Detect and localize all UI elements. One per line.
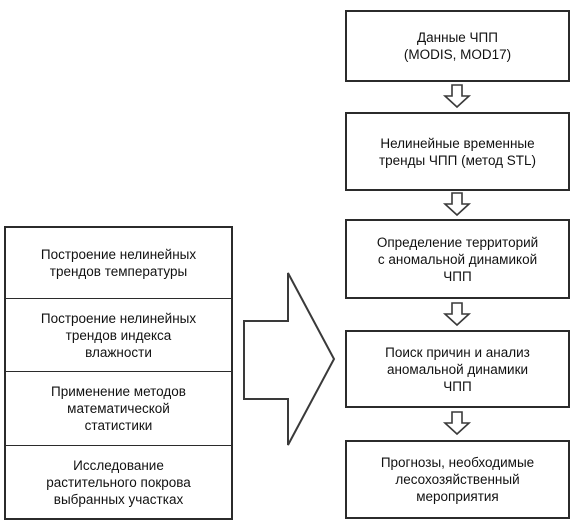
down-arrow-icon <box>442 84 472 109</box>
methods-stack: Построение нелинейных трендов температур… <box>4 226 233 520</box>
flow-step-nonlinear-trends: Нелинейные временные тренды ЧПП (метод S… <box>345 112 570 191</box>
divider <box>6 298 231 299</box>
divider <box>6 371 231 372</box>
flow-step-npp-data: Данные ЧПП (MODIS, MOD17) <box>345 10 570 82</box>
down-arrow-icon <box>442 192 472 217</box>
method-vegetation-study: Исследование растительного покрова выбра… <box>46 457 191 507</box>
flow-step-cause-analysis: Поиск причин и анализ аномальной динамик… <box>345 330 570 408</box>
right-arrow-icon <box>243 272 336 446</box>
method-humidity-trends: Построение нелинейных трендов индекса вл… <box>40 310 197 360</box>
down-arrow-icon <box>442 411 472 436</box>
divider <box>6 445 231 446</box>
method-statistics: Применение методов математической статис… <box>51 384 186 433</box>
down-arrow-icon <box>442 302 472 327</box>
method-temperature-trends: Построение нелинейных трендов температур… <box>40 247 197 279</box>
flow-step-anomaly-areas: Определение территорий с аномальной дина… <box>345 219 570 299</box>
flow-step-forecasts: Прогнозы, необходимые лесохозяйственный … <box>345 440 570 519</box>
